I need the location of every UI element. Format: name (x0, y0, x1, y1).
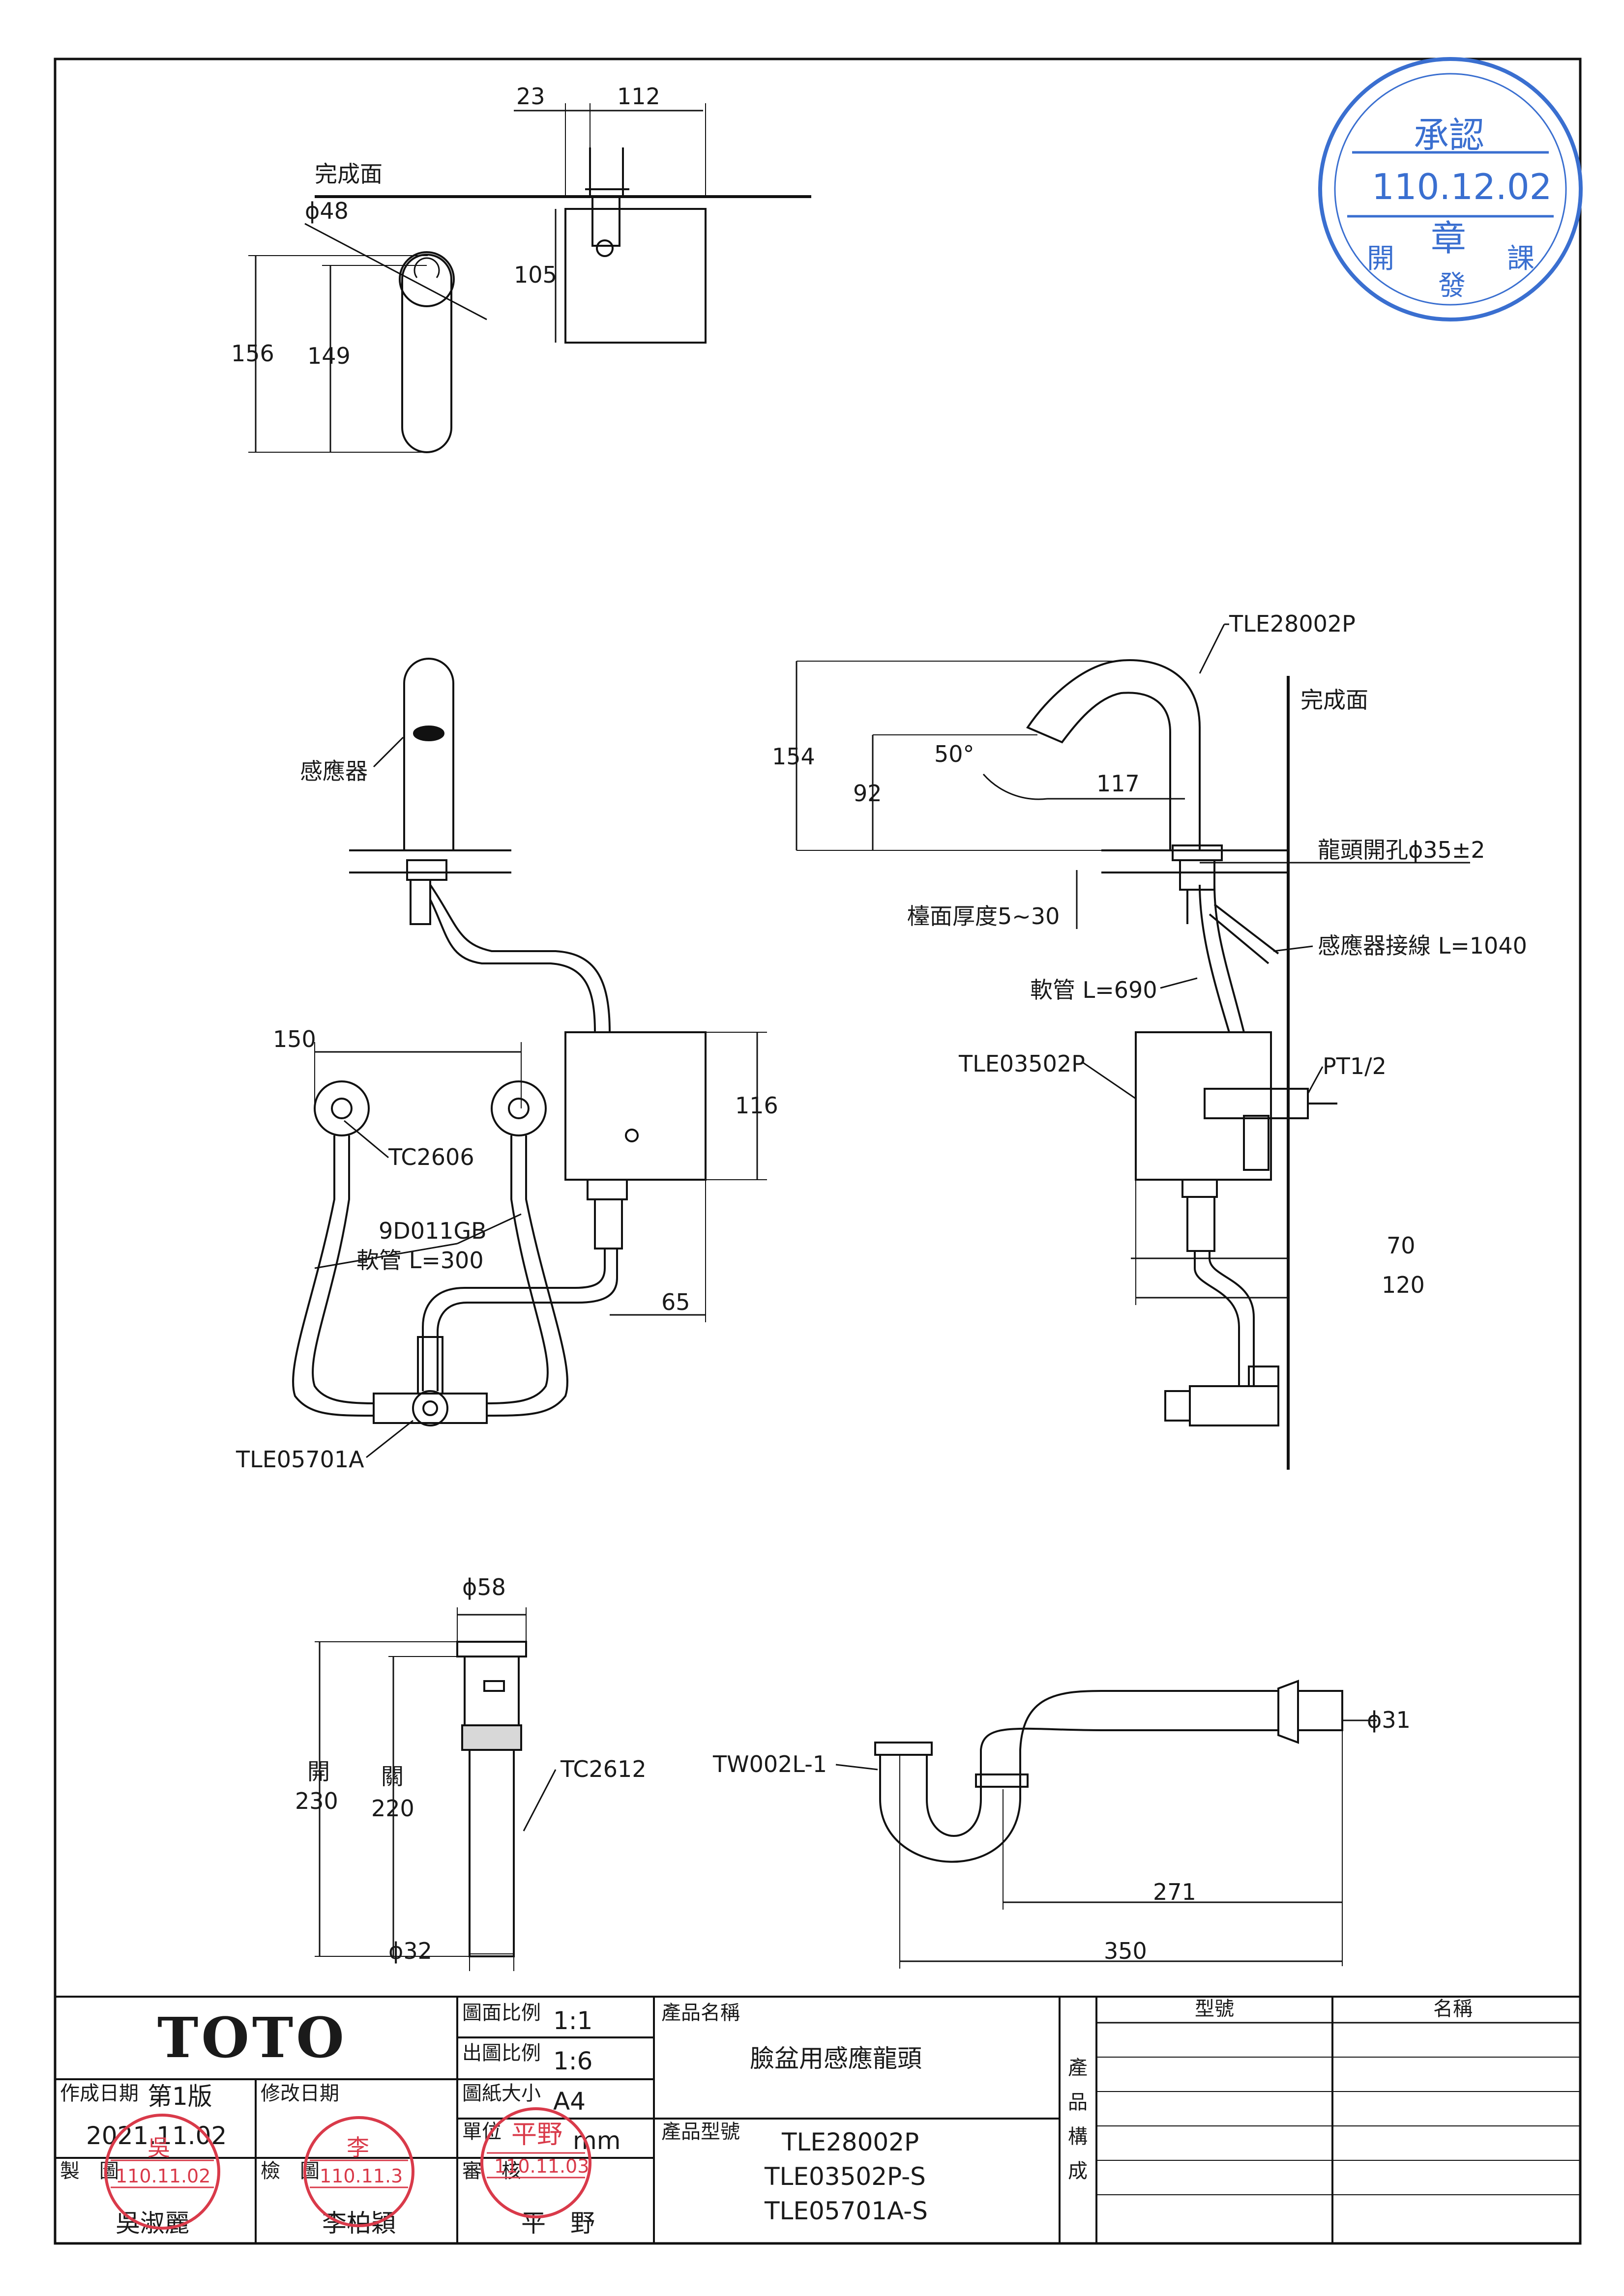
dim-116: 116 (735, 1092, 778, 1119)
trap-view (835, 1680, 1377, 1969)
hose-code-label: 9D011GB (379, 1218, 487, 1244)
edition-label: 第1版 (148, 2082, 212, 2111)
paper-size-label: 圖紙大小 (462, 2082, 541, 2105)
dim-350: 350 (1104, 1938, 1147, 1964)
reviewed-stamp-date: 110.11.03 (494, 2155, 589, 2177)
tle03502p-label: TLE03502P (958, 1050, 1085, 1077)
product-name-label: 產品名稱 (661, 2002, 740, 2024)
dim-149: 149 (307, 343, 351, 369)
created-date-value: 2021.11.02 (86, 2122, 227, 2150)
drain-view (315, 1607, 557, 1971)
open-label: 開 (307, 1758, 330, 1785)
top-finish-surface-label: 完成面 (315, 161, 383, 187)
top-view (248, 103, 811, 453)
pt12-label: PT1/2 (1323, 1053, 1387, 1079)
dim-70: 70 (1387, 1232, 1416, 1259)
scale-print-label: 出圖比例 (462, 2042, 541, 2064)
side-view (796, 623, 1470, 1470)
product-model-2: TLE03502P-S (764, 2162, 926, 2191)
col-name-header: 名稱 (1433, 1998, 1473, 2020)
approval-stamp (1318, 57, 1583, 321)
tc2612-label: TC2612 (560, 1756, 647, 1782)
scale-print-value: 1:6 (553, 2047, 592, 2075)
angle-50: 50° (934, 741, 974, 767)
product-model-1: TLE28002P (781, 2128, 919, 2156)
drawn-by-name: 吳淑麗 (116, 2209, 189, 2238)
composition-char-2: 品 (1068, 2091, 1088, 2114)
drawn-by-stamp (104, 2114, 220, 2230)
approval-title: 承認 (1414, 115, 1484, 156)
composition-char-4: 成 (1068, 2160, 1088, 2182)
product-model-3: TLE05701A-S (764, 2197, 928, 2225)
dim-156: 156 (231, 340, 274, 367)
tc2606-label: TC2606 (388, 1144, 474, 1170)
reviewed-stamp-name: 平野 (511, 2120, 562, 2150)
approval-bottom-1: 開 (1367, 243, 1394, 275)
product-model-label: 產品型號 (661, 2121, 740, 2143)
closed-220: 220 (371, 1795, 414, 1822)
closed-label: 關 (381, 1763, 404, 1790)
composition-char-1: 產 (1068, 2057, 1088, 2079)
checked-stamp-name: 李 (347, 2134, 369, 2161)
dim-92: 92 (853, 780, 882, 807)
drawn-by-label: 製 圖 (60, 2160, 119, 2182)
checked-by-stamp (303, 2116, 414, 2227)
dim-65: 65 (661, 1289, 690, 1315)
checked-stamp-date: 110.11.3 (320, 2165, 403, 2187)
title-block (54, 1996, 1581, 2244)
dim-120: 120 (1382, 1272, 1425, 1298)
sheet-border (54, 58, 1582, 2245)
hose-300-label: 軟管 L=300 (356, 1247, 484, 1274)
dim-phi48: ϕ48 (305, 198, 349, 224)
checked-by-name: 李柏穎 (322, 2209, 396, 2238)
dim-271: 271 (1153, 1879, 1196, 1905)
sensor-wire-label: 感應器接線 L=1040 (1318, 932, 1527, 959)
approval-center: 章 (1431, 218, 1466, 259)
reviewed-by-name: 平 野 (521, 2209, 595, 2238)
scale-drawing-value: 1:1 (553, 2006, 592, 2035)
dim-phi32: ϕ32 (388, 1938, 432, 1964)
front-view (292, 658, 767, 1458)
col-model-header: 型號 (1195, 1998, 1234, 2020)
counter-thickness-label: 檯面厚度5~30 (907, 903, 1060, 930)
dim-23: 23 (516, 83, 545, 110)
tw002l-label: TW002L-1 (712, 1751, 827, 1777)
toto-logo: TOTO (157, 2006, 347, 2070)
unit-label: 單位 (462, 2121, 502, 2143)
dim-117: 117 (1096, 770, 1140, 797)
side-finish-surface-label: 完成面 (1300, 687, 1368, 713)
tap-hole-label: 龍頭開孔ϕ35±2 (1318, 837, 1485, 863)
approval-date: 110.12.02 (1372, 166, 1552, 207)
dim-154: 154 (772, 743, 815, 770)
paper-size-value: A4 (553, 2087, 586, 2116)
tle05701a-label: TLE05701A (236, 1446, 364, 1473)
hose-690-label: 軟管 L=690 (1030, 977, 1157, 1003)
drawn-stamp-name: 吳 (148, 2134, 170, 2161)
revised-date-label: 修改日期 (261, 2082, 339, 2105)
tle28002p-label: TLE28002P (1229, 610, 1356, 637)
dim-phi31: ϕ31 (1367, 1707, 1411, 1733)
dim-phi58: ϕ58 (462, 1574, 506, 1600)
reviewed-by-label: 審 核 (462, 2160, 521, 2182)
reviewed-by-stamp (480, 2107, 591, 2218)
drawn-stamp-date: 110.11.02 (116, 2165, 210, 2187)
dim-112: 112 (617, 83, 660, 110)
dim-105: 105 (514, 262, 557, 288)
product-name-value: 臉盆用感應龍頭 (750, 2044, 922, 2073)
approval-bottom-3: 課 (1507, 243, 1535, 275)
created-date-label: 作成日期 (60, 2082, 139, 2105)
sensor-label: 感應器 (300, 758, 368, 785)
dim-150: 150 (273, 1026, 316, 1052)
approval-bottom-2: 發 (1438, 270, 1466, 302)
composition-char-3: 構 (1068, 2125, 1088, 2148)
open-230: 230 (295, 1788, 338, 1814)
scale-drawing-label: 圖面比例 (462, 2002, 541, 2024)
checked-by-label: 檢 圖 (261, 2160, 320, 2182)
